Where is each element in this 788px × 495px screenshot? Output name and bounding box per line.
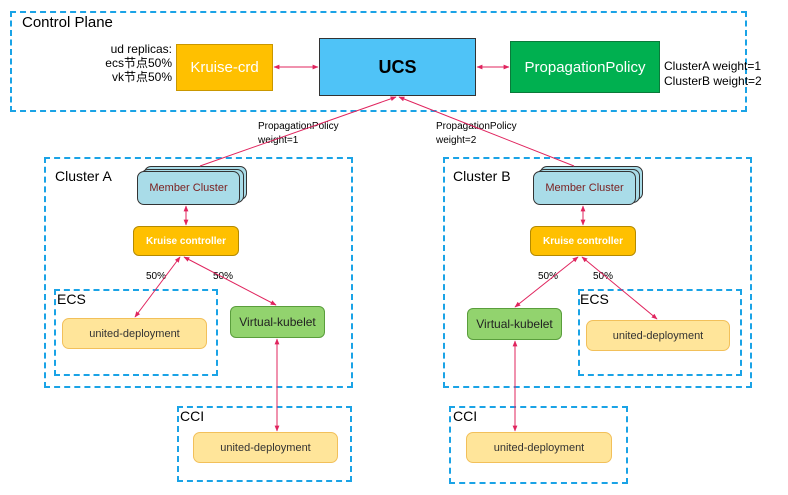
cluster-a-ecs-title: ECS (57, 291, 86, 307)
policy-b-line2: weight=2 (436, 135, 477, 146)
cluster-b-region (443, 157, 752, 388)
arrow-kruise-b-ecs-ud (581, 256, 658, 320)
cluster-b-weight: ClusterB weight=2 (664, 74, 762, 88)
cci-a-united-deployment[interactable]: united-deployment (193, 432, 338, 463)
policy-a-label: PropagationPolicy weight=1 (258, 120, 339, 148)
cluster-a-ecs-united-deployment[interactable]: united-deployment (62, 318, 207, 349)
cci-b-region (449, 406, 628, 484)
cluster-a-region (44, 157, 353, 388)
cluster-weights-note: ClusterA weight=1 ClusterB weight=2 (664, 59, 762, 89)
cluster-b-virtual-kubelet[interactable]: Virtual-kubelet (467, 308, 562, 340)
cluster-b-member-cluster[interactable]: Member Cluster (533, 171, 636, 205)
arrow-kruise-a-ecs-ud (134, 256, 181, 318)
arrow-kruise-b-vk (514, 256, 579, 308)
cci-b-united-deployment[interactable]: united-deployment (466, 432, 612, 463)
arrow-member-a-to-ucs (199, 96, 397, 167)
cluster-b-ecs-region (578, 289, 742, 376)
control-plane-region (10, 11, 747, 112)
ud-replicas-line2: ecs节点50% (105, 56, 172, 70)
control-plane-title: Control Plane (22, 14, 113, 31)
arrow-member-b-to-ucs (398, 96, 575, 167)
cluster-b-title: Cluster B (453, 168, 511, 184)
propagation-policy-box[interactable]: PropagationPolicy (510, 41, 660, 93)
kruise-crd-box[interactable]: Kruise-crd (176, 44, 273, 91)
policy-b-line1: PropagationPolicy (436, 121, 517, 132)
cluster-a-weight: ClusterA weight=1 (664, 59, 762, 73)
cci-a-title: CCI (180, 408, 205, 424)
cluster-a-kruise-controller[interactable]: Kruise controller (133, 226, 239, 256)
cluster-b-kruise-controller[interactable]: Kruise controller (530, 226, 636, 256)
cluster-a-title: Cluster A (55, 168, 112, 184)
ud-replicas-line3: vk节点50% (111, 70, 172, 84)
cluster-b-ecs-united-deployment[interactable]: united-deployment (586, 320, 730, 351)
cci-a-region (177, 406, 352, 482)
ud-replicas-line1: ud replicas: (110, 42, 172, 56)
policy-b-label: PropagationPolicy weight=2 (436, 120, 517, 148)
ud-replicas-note: ud replicas: ecs节点50% vk节点50% (105, 42, 172, 84)
ucs-box[interactable]: UCS (319, 38, 476, 96)
cci-b-title: CCI (453, 408, 478, 424)
policy-a-line2: weight=1 (258, 135, 299, 146)
policy-a-line1: PropagationPolicy (258, 121, 339, 132)
cluster-a-member-cluster[interactable]: Member Cluster (137, 171, 240, 205)
cluster-a-virtual-kubelet[interactable]: Virtual-kubelet (230, 306, 325, 338)
arrow-kruise-a-vk (183, 256, 277, 306)
